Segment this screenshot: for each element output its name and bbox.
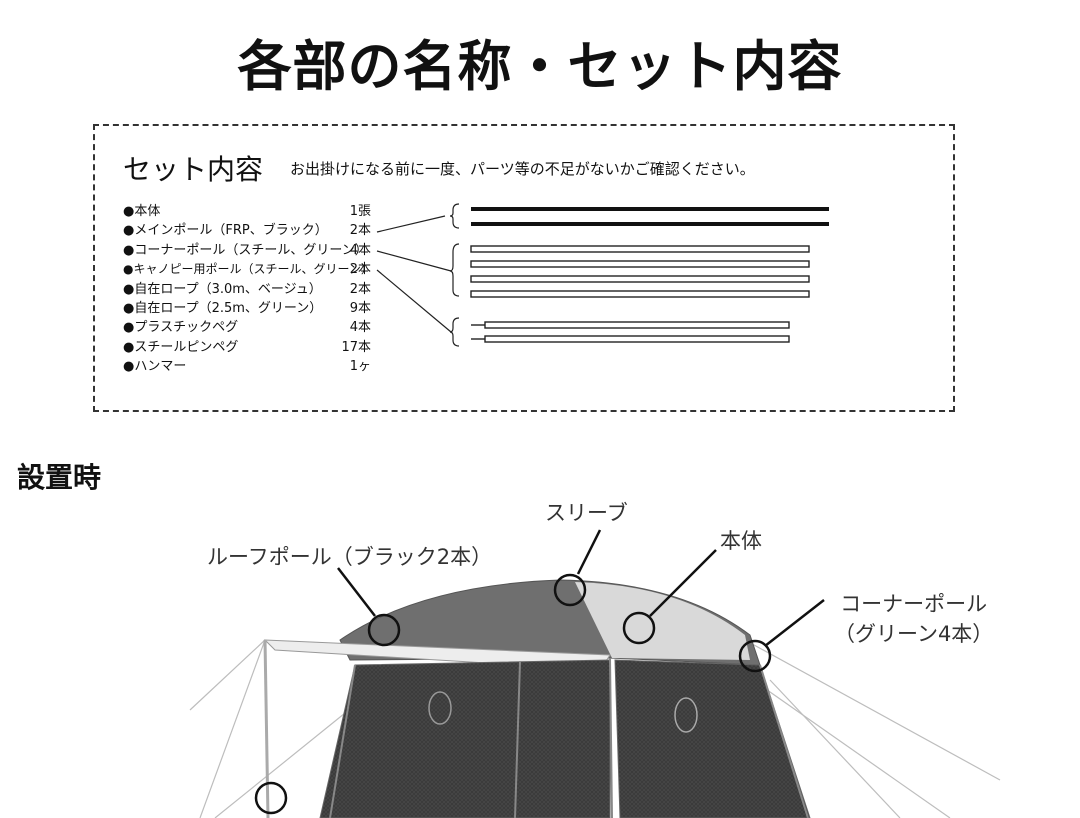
corner-pole-4 <box>470 290 810 298</box>
set-contents-note: お出掛けになる前に一度、パーツ等の不足がないかご確認ください。 <box>290 160 755 178</box>
callout-circle-sleeve <box>553 573 587 607</box>
page-title: 各部の名称・セット内容 <box>237 35 843 98</box>
item-qty: 4本 <box>349 242 371 258</box>
item-qty: 9本 <box>349 300 371 316</box>
list-item: ●本体 1張 <box>123 202 371 221</box>
main-pole-1 <box>471 207 829 211</box>
item-name: ●キャノピー用ポール（スチール、グリーン） <box>123 262 373 277</box>
list-item: ●自在ロープ（2.5m、グリーン） 9本 <box>123 299 371 318</box>
tent-side-wall <box>614 659 811 818</box>
list-item: ●コーナーポール（スチール、グリーン） 4本 <box>123 241 371 260</box>
brace-corner-pole <box>449 243 460 297</box>
item-qty: 2本 <box>349 262 371 278</box>
callout-body: 本体 <box>720 529 762 553</box>
item-name: ●プラスチックペグ <box>123 320 239 336</box>
callout-corner-pole: コーナーポール （グリーン4本） <box>834 588 993 648</box>
item-qty: 2本 <box>349 281 371 297</box>
item-name: ●コーナーポール（スチール、グリーン） <box>123 242 368 258</box>
leader-line-roof-pole <box>337 567 376 617</box>
item-qty: 4本 <box>349 320 371 336</box>
callout-corner-pole-line2: （グリーン4本） <box>834 622 994 646</box>
item-qty: 2本 <box>349 223 371 239</box>
list-item: ●メインポール（FRP、ブラック） 2本 <box>123 221 371 240</box>
list-item: ●自在ロープ（3.0m、ベージュ） 2本 <box>123 280 371 299</box>
guy-rope <box>199 639 266 818</box>
canopy-pole-2 <box>484 335 790 343</box>
wall-frame <box>609 657 613 818</box>
set-contents-box: セット内容 お出掛けになる前に一度、パーツ等の不足がないかご確認ください。 ●本… <box>93 124 955 412</box>
item-name: ●ハンマー <box>123 359 187 375</box>
callout-roof-pole: ルーフポール（ブラック2本） <box>207 545 493 569</box>
item-name: ●本体 <box>123 204 161 219</box>
item-qty: 1張 <box>349 204 371 219</box>
tent-roof-light-panel <box>575 582 750 660</box>
leader-line-canopy-pole <box>376 269 452 333</box>
brace-canopy-pole <box>449 317 460 347</box>
list-item: ●スチールピンペグ 17本 <box>123 338 371 357</box>
list-item: ●キャノピー用ポール（スチール、グリーン） 2本 <box>123 260 373 279</box>
leader-line-corner-pole <box>376 250 452 272</box>
brace-main-pole <box>449 203 460 229</box>
list-item: ●ハンマー 1ヶ <box>123 357 371 376</box>
main-pole-2 <box>471 222 829 226</box>
brand-logo <box>674 697 698 733</box>
canopy-pole-1 <box>484 321 790 329</box>
callout-circle-roof-pole <box>367 613 401 647</box>
callout-circle-body <box>622 611 656 645</box>
corner-pole-1 <box>470 245 810 253</box>
item-qty: 17本 <box>341 339 371 355</box>
brand-logo <box>428 691 452 725</box>
callout-corner-pole-line1: コーナーポール <box>840 592 988 616</box>
set-contents-heading: セット内容 <box>123 153 264 186</box>
list-item: ●プラスチックペグ 4本 <box>123 318 371 337</box>
leader-line-main-pole <box>376 215 446 233</box>
tent-front-wall <box>319 659 611 818</box>
guy-rope <box>769 679 901 818</box>
item-name: ●スチールピンペグ <box>123 339 239 355</box>
wall-frame <box>514 661 521 818</box>
pole-diagram <box>376 203 829 347</box>
guy-rope <box>744 639 1001 781</box>
callout-sleeve: スリーブ <box>545 501 628 525</box>
section-heading-setup: 設置時 <box>17 461 102 494</box>
tent-illustration <box>189 529 1001 818</box>
corner-pole-2 <box>470 260 810 268</box>
item-name: ●自在ロープ（3.0m、ベージュ） <box>123 281 322 297</box>
guy-rope <box>214 704 356 818</box>
wall-frame <box>759 664 809 818</box>
item-name: ●メインポール（FRP、ブラック） <box>123 223 328 239</box>
guy-rope <box>759 684 951 818</box>
leader-line-body <box>649 549 717 617</box>
corner-pole-3 <box>470 275 810 283</box>
item-list: ●本体 1張 ●メインポール（FRP、ブラック） 2本 ●コーナーポール（スチー… <box>123 202 373 377</box>
callout-circle-corner-pole <box>738 639 772 673</box>
canopy-pole <box>263 639 270 818</box>
guy-rope <box>189 639 266 711</box>
item-qty: 1ヶ <box>349 359 371 375</box>
wall-frame <box>329 664 356 818</box>
leader-line-sleeve <box>576 529 602 575</box>
leader-line-corner-pole <box>764 599 825 647</box>
item-name: ●自在ロープ（2.5m、グリーン） <box>123 300 323 316</box>
callout-circle-canopy-pole <box>254 781 288 815</box>
